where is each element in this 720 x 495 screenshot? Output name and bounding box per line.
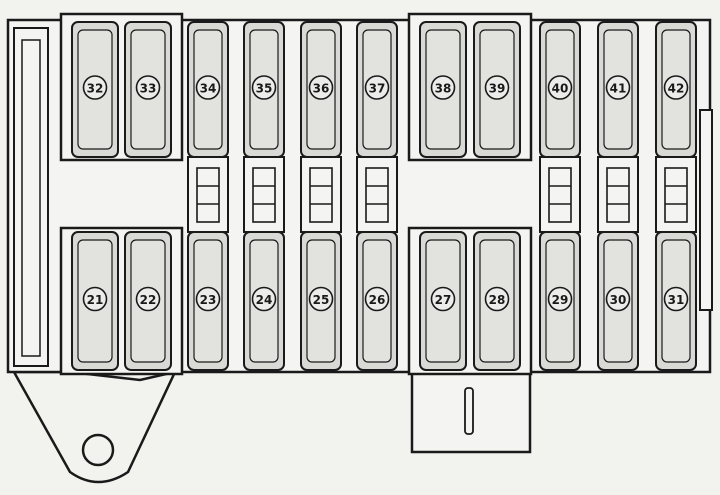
fuse-number-label: 34 (200, 82, 217, 96)
fuse-number-label: 27 (435, 293, 452, 307)
fuse-25[interactable]: 25 (300, 231, 342, 371)
fuse-number-label: 42 (668, 82, 685, 96)
mounting-hole (81, 433, 115, 467)
fuse-bridge (243, 156, 285, 233)
fuse-number-circle (308, 75, 334, 100)
fuse-21[interactable]: 21 (71, 231, 119, 371)
fuse-34[interactable]: 34 (187, 21, 229, 158)
fuse-number-circle (195, 286, 221, 312)
fuse-number-circle (484, 75, 510, 100)
fuse-number-label: 25 (313, 293, 330, 307)
mounting-bracket (11, 370, 178, 484)
fuse-number-circle (663, 286, 689, 312)
fuse-number-label: 37 (369, 82, 386, 96)
fuse-number-circle (605, 286, 631, 312)
fuse-41[interactable]: 41 (597, 21, 639, 158)
fuse-number-circle (82, 75, 108, 100)
fuse-35[interactable]: 35 (243, 21, 285, 158)
fuse-number-circle (547, 75, 573, 100)
fuse-number-label: 32 (87, 82, 104, 96)
fuse-31[interactable]: 31 (655, 231, 697, 371)
fuse-bridge (187, 156, 229, 233)
fuse-32[interactable]: 32 (71, 21, 119, 158)
fuse-24[interactable]: 24 (243, 231, 285, 371)
fuse-number-label: 22 (140, 293, 157, 307)
fuse-bridge (356, 156, 398, 233)
fuse-number-label: 38 (435, 82, 452, 96)
fuse-number-label: 21 (87, 293, 104, 307)
fuse-26[interactable]: 26 (356, 231, 398, 371)
fuse-37[interactable]: 37 (356, 21, 398, 158)
fuse-number-circle (135, 75, 161, 100)
fuse-number-circle (251, 286, 277, 312)
fuse-39[interactable]: 39 (473, 21, 521, 158)
fuse-bridge (300, 156, 342, 233)
fuse-number-label: 28 (489, 293, 506, 307)
fuse-bridge (539, 156, 581, 233)
fuse-number-label: 39 (489, 82, 506, 96)
fuse-number-circle (195, 75, 221, 100)
fuse-number-circle (308, 286, 334, 312)
fuse-33[interactable]: 33 (124, 21, 172, 158)
fuse-number-label: 33 (140, 82, 157, 96)
fuse-bridge (655, 156, 697, 233)
fuse-number-label: 36 (313, 82, 330, 96)
fuse-number-circle (135, 286, 161, 312)
fuse-38[interactable]: 38 (419, 21, 467, 158)
fuse-number-label: 35 (256, 82, 273, 96)
fuse-number-label: 30 (610, 293, 627, 307)
fuse-30[interactable]: 30 (597, 231, 639, 371)
fuse-40[interactable]: 40 (539, 21, 581, 158)
fuse-36[interactable]: 36 (300, 21, 342, 158)
fuse-number-circle (251, 75, 277, 100)
fuse-number-label: 26 (369, 293, 386, 307)
fuse-layer: 32 33 34 35 36 37 38 39 40 41 42 21 22 23 24 25 26 27 28 29… (59, 12, 697, 376)
fuse-number-circle (364, 286, 390, 312)
fuse-number-label: 31 (668, 293, 685, 307)
fuse-number-label: 40 (552, 82, 569, 96)
fuse-number-circle (605, 75, 631, 100)
fuse-number-circle (484, 286, 510, 312)
fuse-number-circle (364, 75, 390, 100)
fuse-number-label: 41 (610, 82, 627, 96)
bottom-connector (410, 370, 532, 454)
fuse-number-label: 23 (200, 293, 217, 307)
fuse-number-circle (663, 75, 689, 100)
fuse-28[interactable]: 28 (473, 231, 521, 371)
fuse-23[interactable]: 23 (187, 231, 229, 371)
fuse-42[interactable]: 42 (655, 21, 697, 158)
fuse-27[interactable]: 27 (419, 231, 467, 371)
fuse-number-circle (430, 75, 456, 100)
fuse-number-circle (82, 286, 108, 312)
fuse-bridge (597, 156, 639, 233)
fuse-number-label: 29 (552, 293, 569, 307)
fuse-number-circle (547, 286, 573, 312)
fuse-number-circle (430, 286, 456, 312)
fuse-number-label: 24 (256, 293, 273, 307)
fuse-22[interactable]: 22 (124, 231, 172, 371)
fuse-29[interactable]: 29 (539, 231, 581, 371)
